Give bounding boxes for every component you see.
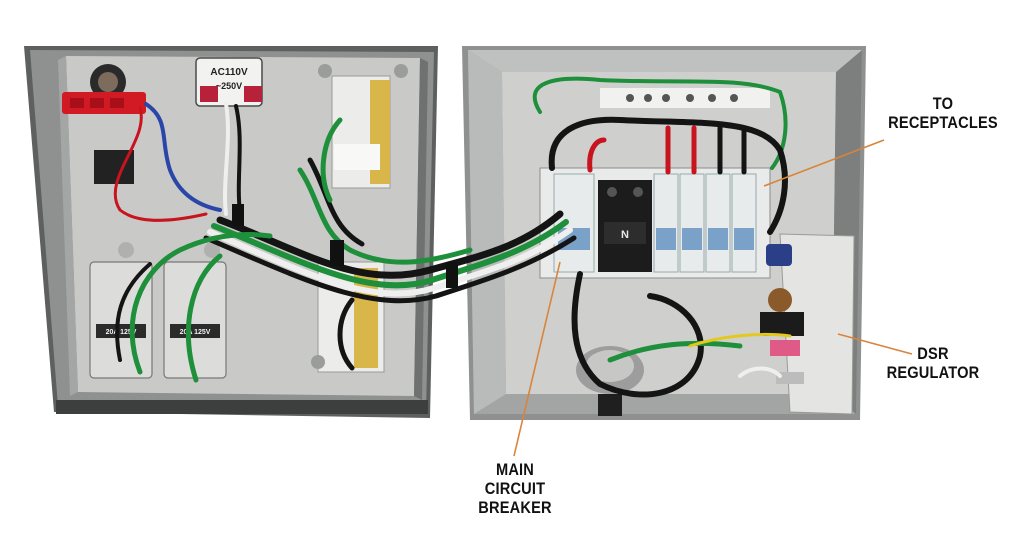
outlet-right-tag: 20A 125V bbox=[180, 329, 211, 336]
outlet-right: 20A 125V bbox=[163, 242, 227, 379]
callout-receptacles-line-1: TO bbox=[932, 94, 954, 113]
callout-receptacles-line-2: RECEPTACLES bbox=[888, 113, 998, 133]
callout-main-line-1: MAIN bbox=[495, 460, 535, 479]
callout-dsr-regulator: DSR REGULATOR bbox=[877, 344, 989, 382]
wire-harness bbox=[113, 76, 792, 398]
transformer-label-bottom: ~250V bbox=[216, 81, 242, 91]
callout-dsr-line-2: REGULATOR bbox=[886, 363, 980, 383]
callout-main-line-2: CIRCUIT bbox=[484, 479, 546, 499]
leader-main-breaker bbox=[513, 261, 561, 457]
breaker-row bbox=[539, 167, 771, 279]
terminal-strip bbox=[600, 88, 770, 108]
main-breaker-mark: N bbox=[621, 229, 629, 241]
callout-to-receptacles: TO RECEPTACLES bbox=[879, 94, 1008, 132]
callout-main-circuit-breaker: MAIN CIRCUIT BREAKER bbox=[459, 460, 571, 517]
outlet-left-tag: 20A 125V bbox=[106, 329, 137, 336]
transformer-label-top: AC110V bbox=[210, 67, 248, 78]
callout-main-line-3: BREAKER bbox=[478, 498, 552, 518]
leader-receptacles bbox=[763, 139, 885, 187]
transformer: AC110V ~250V bbox=[195, 57, 263, 107]
dsr-regulator bbox=[760, 233, 855, 415]
callout-dsr-line-1: DSR bbox=[917, 344, 949, 363]
thermal-switch bbox=[62, 64, 146, 184]
leader-dsr bbox=[837, 333, 913, 355]
door-relay-upper bbox=[318, 64, 408, 189]
callout-leaders bbox=[513, 139, 913, 457]
main-circuit-breaker: N bbox=[598, 180, 652, 272]
